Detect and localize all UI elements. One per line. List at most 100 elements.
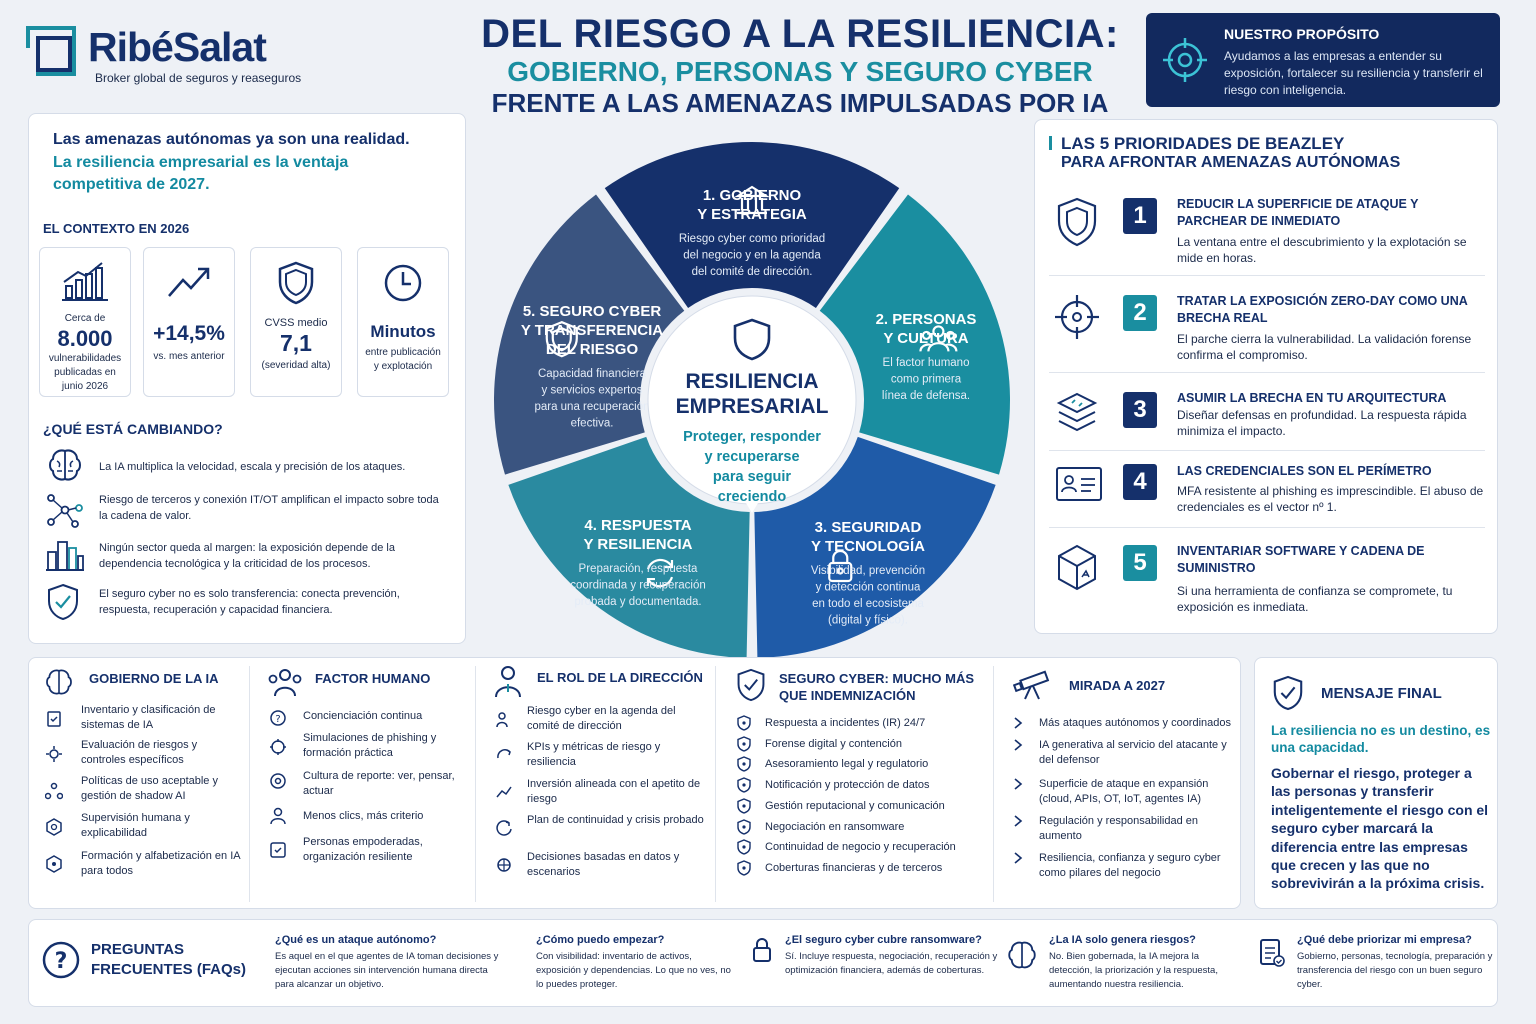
- person-icon: [269, 807, 287, 825]
- brain-icon: [43, 666, 75, 698]
- shield-small-icon: [737, 715, 751, 731]
- segment-title: 4. RESPUESTA: [584, 517, 691, 534]
- list-item: Riesgo cyber en la agenda del comité de …: [527, 705, 676, 732]
- priority-text: La ventana entre el descubrimiento y la …: [1177, 235, 1467, 265]
- segment-title: Y TRANSFERENCIA: [521, 322, 663, 339]
- faq-question: ¿Qué es un ataque autónomo?: [275, 934, 437, 946]
- data-scenarios-icon: [495, 856, 513, 874]
- continuity-icon: [495, 819, 513, 837]
- main-title-line2: GOBIERNO, PERSONAS Y SEGURO CYBER: [507, 56, 1093, 87]
- column-human-factor: FACTOR HUMANO ? Concienciación continua …: [251, 658, 473, 910]
- divider: [1049, 372, 1485, 373]
- column-cyber-insurance: SEGURO CYBER: MUCHO MÁS QUE INDEMNIZACIÓ…: [717, 658, 985, 910]
- wheel-segment-4: [508, 436, 750, 658]
- pillars-band: GOBIERNO DE LA IA Inventario y clasifica…: [28, 657, 1241, 909]
- segment-title: 3. SEGURIDAD: [815, 519, 922, 536]
- lock-icon: [751, 936, 773, 964]
- chevron-right-icon: [1013, 852, 1023, 864]
- priority-number: 3: [1123, 392, 1157, 428]
- faq-answer: Con visibilidad: inventario de activos, …: [536, 951, 731, 990]
- list-item: Formación y alfabetización en IA para to…: [81, 850, 240, 877]
- segment-text: y detección continua: [816, 582, 921, 594]
- list-item: Inversión alineada con el apetito de rie…: [527, 778, 701, 805]
- list-item: Gestión reputacional y comunicación: [765, 799, 945, 812]
- list-item: Continuidad de negocio y recuperación: [765, 841, 956, 854]
- priority-number: 5: [1123, 545, 1157, 581]
- purpose-text: Ayudamos a las empresas a entender su ex…: [1224, 49, 1483, 97]
- kpi-icon: [495, 746, 513, 764]
- final-heading: MENSAJE FINAL: [1321, 685, 1442, 702]
- executive-icon: [493, 664, 523, 698]
- segment-text: El factor humano: [883, 357, 970, 369]
- priority-item: 4 LAS CREDENCIALES SON EL PERÍMETRO MFA …: [1035, 459, 1499, 555]
- shield-check-icon: [45, 582, 81, 622]
- segment-text: para una recuperación: [534, 401, 649, 413]
- segment-text: y servicios expertos: [542, 385, 643, 397]
- people-group-icon: [267, 666, 303, 698]
- column-heading: FACTOR HUMANO: [315, 671, 431, 686]
- segment-text: Visibilidad, prevención: [811, 565, 925, 577]
- priority-text: Diseñar defensas en profundidad. La resp…: [1177, 408, 1467, 438]
- segment-text: Capacidad financiera: [538, 368, 647, 380]
- report-icon: [269, 772, 287, 790]
- list-item: Evaluación de riesgos y controles especí…: [81, 739, 198, 766]
- shield-small-icon: [737, 735, 751, 752]
- priority-title: TRATAR LA EXPOSICIÓN ZERO-DAY COMO UNA B…: [1177, 294, 1468, 325]
- priority-number: 2: [1123, 295, 1157, 331]
- faq-item: ¿Qué es un ataque autónomo? Es aquel en …: [275, 934, 500, 992]
- segment-title: Y RESILIENCIA: [584, 536, 693, 553]
- list-item: Personas empoderadas, organización resil…: [303, 836, 423, 863]
- refresh-cycle-icon: [646, 558, 674, 588]
- crosshair-icon: [1055, 293, 1099, 341]
- divider: [993, 666, 994, 902]
- padlock-icon: [828, 549, 853, 583]
- faq-heading-line2: FRECUENTES (FAQs): [91, 961, 247, 978]
- shield-small-icon: [737, 839, 751, 855]
- telescope-icon: [1013, 670, 1053, 700]
- awareness-icon: ?: [269, 709, 287, 727]
- checklist-icon: [1257, 936, 1285, 968]
- segment-title: Y CULTURA: [883, 330, 968, 347]
- empower-icon: [269, 841, 287, 859]
- list-item: Concienciación continua: [303, 710, 423, 722]
- faq-answer: Es aquel en el que agentes de IA toman d…: [275, 951, 499, 990]
- priority-title: INVENTARIAR SOFTWARE Y CADENA DE SUMINIS…: [1177, 544, 1425, 575]
- segment-text: probada y documentada.: [574, 596, 701, 608]
- list-item: Plan de continuidad y crisis probado: [527, 814, 704, 826]
- chevron-right-icon: [1013, 778, 1023, 790]
- brain-icon: [45, 445, 85, 485]
- purpose-heading: NUESTRO PROPÓSITO: [1224, 26, 1380, 42]
- shield-small-icon: [737, 756, 751, 773]
- divider: [1049, 450, 1485, 451]
- column-heading: SEGURO CYBER: MUCHO MÁS QUE INDEMNIZACIÓ…: [779, 671, 975, 703]
- segment-title: 1. GOBIERNO: [703, 187, 802, 204]
- faq-question: ¿Qué debe priorizar mi empresa?: [1297, 934, 1472, 946]
- investment-icon: [495, 783, 513, 801]
- final-tagline: La resiliencia no es un destino, es una …: [1271, 723, 1491, 755]
- segment-text: Riesgo cyber como prioridad: [679, 233, 825, 245]
- segment-title: Y TECNOLOGÍA: [811, 538, 925, 555]
- stat-post: (severidad alta): [261, 360, 331, 371]
- package-box-icon: [1055, 543, 1099, 593]
- list-item: IA generativa al servicio del atacante y…: [1039, 739, 1227, 766]
- brand-tagline: Broker global de seguros y reaseguros: [95, 71, 302, 85]
- segment-title: DEL RIESGO: [546, 341, 639, 358]
- list-item: Regulación y responsabilidad en aumento: [1039, 815, 1198, 842]
- faq-answer: Gobierno, personas, tecnología, preparac…: [1297, 951, 1493, 990]
- faq-item: ¿El seguro cyber cubre ransomware? Sí. I…: [751, 934, 1001, 978]
- priority-number: 1: [1123, 198, 1157, 234]
- priority-item: 1 REDUCIR LA SUPERFICIE DE ATAQUE Y PARC…: [1035, 188, 1499, 284]
- divider: [249, 666, 250, 902]
- divider: [715, 666, 716, 902]
- context-heading: EL CONTEXTO EN 2026: [43, 221, 190, 236]
- segment-text: del negocio y en la agenda: [683, 250, 821, 262]
- svg-text:?: ?: [55, 949, 68, 974]
- phishing-icon: [269, 738, 287, 756]
- brain-icon: [1005, 938, 1039, 972]
- divider: [1049, 275, 1485, 276]
- checklist-icon: [45, 710, 63, 728]
- lead-highlight: La resiliencia empresarial es la ventaja…: [53, 154, 349, 193]
- segment-text: efectiva.: [571, 418, 614, 430]
- stat-value: 7,1: [280, 330, 312, 356]
